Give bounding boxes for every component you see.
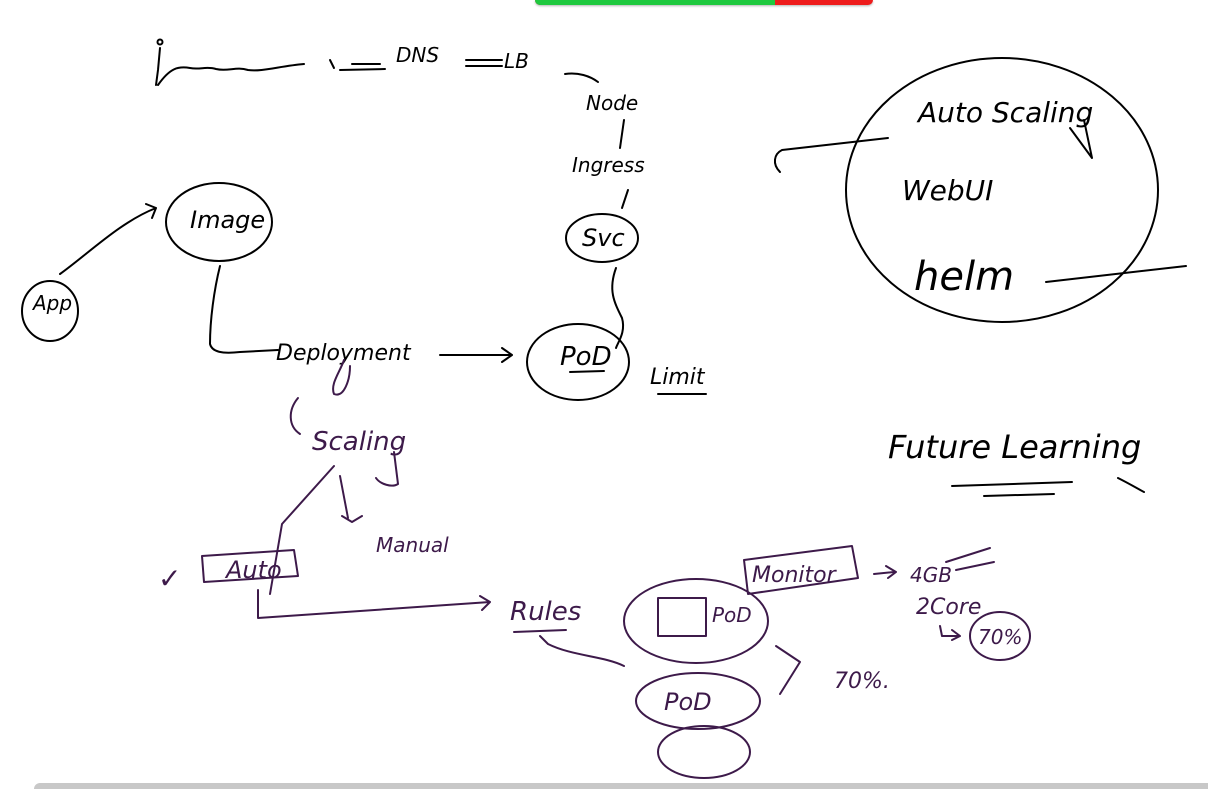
helm-label: helm [914, 254, 1014, 300]
threshold-circled-label: 70% [978, 625, 1022, 649]
future-learning-title: Future Learning [888, 428, 1141, 466]
memory-ticks [945, 547, 995, 571]
app-label: App [31, 291, 72, 315]
cores-label: 2Core [916, 595, 981, 620]
image-deployment-line [209, 265, 279, 354]
user-scribble [155, 47, 305, 86]
auto-rules-arrow [257, 589, 491, 619]
lb-label: LB [504, 49, 529, 73]
future-pointer [774, 137, 889, 173]
pod-main-label: PoD [560, 342, 612, 372]
pod-a-box-icon [657, 597, 707, 637]
future-circle [845, 57, 1159, 323]
image-label: Image [190, 206, 265, 234]
arrow-tick [329, 59, 335, 69]
pod-a-circle [623, 578, 769, 664]
cores-hook [939, 625, 961, 641]
user-dot [156, 38, 164, 46]
app-image-arrow [59, 203, 157, 275]
dns-label: DNS [396, 43, 439, 67]
auto-box [201, 549, 299, 583]
manual-label: Manual [376, 533, 449, 557]
lb-node-dash [564, 72, 599, 83]
dns-lb-equals [465, 59, 503, 67]
deployment-tail [332, 359, 351, 396]
auto-check: ✓ [158, 562, 181, 595]
pod-main-underline [569, 370, 605, 373]
app-circle [21, 280, 79, 342]
dns-underline [339, 63, 386, 71]
scaling-tail [375, 451, 399, 487]
monitor-arrow [873, 565, 897, 579]
pods-bracket [775, 645, 801, 695]
monitor-box [743, 545, 859, 595]
deployment-pod-arrow [439, 347, 513, 363]
rules-label: Rules [510, 597, 581, 627]
svc-label: Svc [582, 224, 625, 252]
pod-main-circle [526, 323, 630, 401]
node-ingress-line [619, 119, 625, 149]
scaling-strokes [201, 359, 995, 695]
pod-c-circle [657, 725, 751, 779]
rules-underline [513, 629, 625, 667]
scaling-label: Scaling [312, 427, 406, 457]
helm-pointer [1045, 265, 1187, 283]
memory-label: 4GB [910, 563, 952, 587]
progress-bar [535, 0, 873, 5]
scaling-branch-manual [339, 475, 363, 523]
limit-label: Limit [650, 365, 706, 390]
pod-b-circle [635, 672, 761, 730]
progress-fill [535, 0, 775, 5]
autoscaling-label: Auto Scaling [916, 96, 1093, 129]
scaling-branch-auto [269, 465, 335, 595]
node-label: Node [586, 91, 638, 115]
webui-label: WebUI [902, 174, 993, 207]
image-circle [165, 182, 273, 262]
svc-circle [565, 213, 639, 263]
ingress-label: Ingress [572, 153, 645, 177]
ingress-svc-line [621, 189, 629, 209]
future-underlines [951, 477, 1145, 497]
monitor-label: Monitor [752, 563, 838, 588]
svc-pod-line [611, 267, 625, 349]
scaling-bracket [289, 397, 301, 435]
pod-b-label: PoD [664, 688, 712, 716]
top-flow [155, 38, 629, 209]
threshold-circle [969, 611, 1031, 661]
scaling-hook [1069, 119, 1093, 159]
pod-a-label: PoD [712, 603, 752, 627]
auto-label: Auto [224, 556, 282, 584]
threshold-label: 70%. [834, 669, 890, 694]
horizontal-scrollbar[interactable] [34, 783, 1208, 789]
